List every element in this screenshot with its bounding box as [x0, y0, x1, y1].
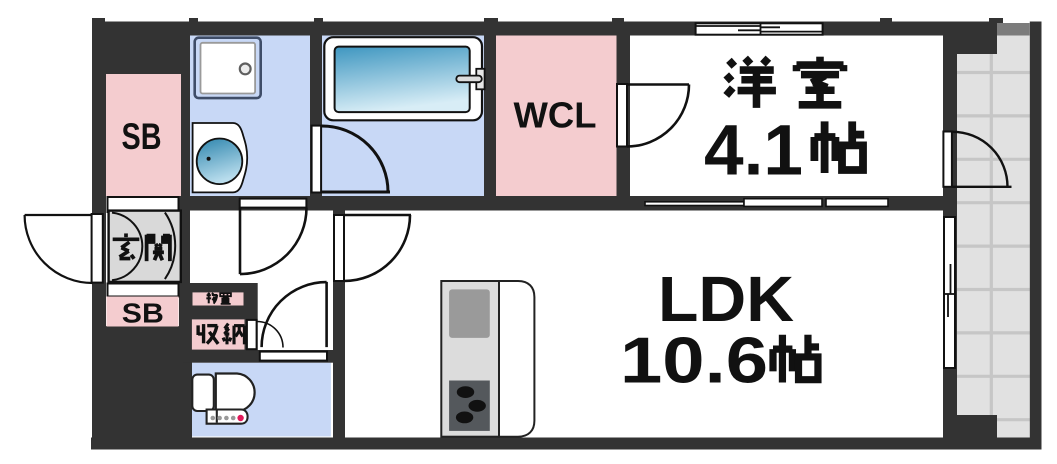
svg-text:SB: SB: [122, 298, 164, 329]
svg-text:10.6: 10.6: [620, 324, 768, 397]
svg-text:LDK: LDK: [658, 263, 794, 335]
svg-text:4.1: 4.1: [704, 112, 803, 191]
svg-text:SB: SB: [122, 116, 162, 157]
svg-text:WCL: WCL: [514, 95, 597, 136]
